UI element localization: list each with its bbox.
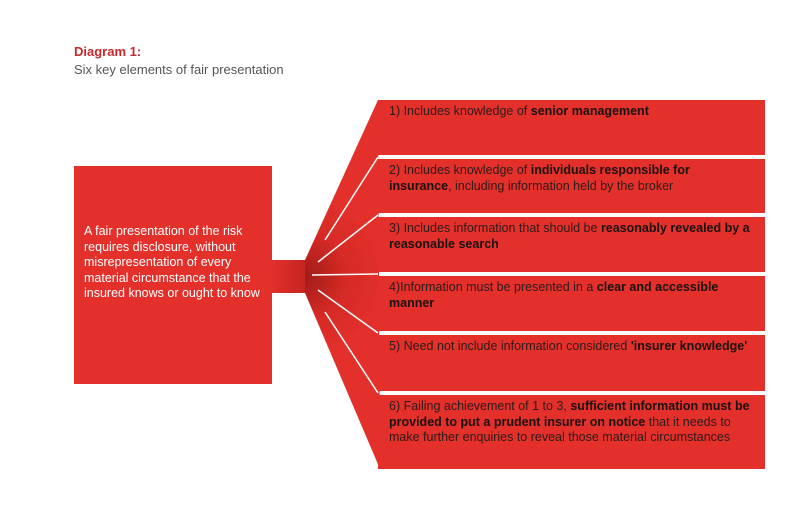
element-text: 4)Information must be presented in a cle…	[389, 280, 718, 310]
emphasis-text: sufficient information must be provided …	[389, 399, 750, 429]
emphasis-text: senior management	[530, 104, 649, 118]
emphasis-text: clear and accessible manner	[389, 280, 719, 310]
emphasis-text: reasonably revealed by a reasonable sear…	[389, 221, 750, 251]
element-text: 2) Includes knowledge of individuals res…	[389, 163, 690, 193]
element-box-2: 2) Includes knowledge of individuals res…	[378, 159, 765, 213]
body-text: 3) Includes information that should be	[389, 221, 601, 235]
element-box-3: 3) Includes information that should be r…	[378, 217, 765, 272]
fan-shape	[305, 100, 380, 469]
element-box-1: 1) Includes knowledge of senior manageme…	[378, 100, 765, 155]
emphasis-text: 'insurer knowledge'	[630, 339, 748, 353]
emphasis-text: individuals responsible for insurance	[389, 163, 690, 193]
element-box-4: 4)Information must be presented in a cle…	[378, 276, 765, 331]
element-box-6: 6) Failing achievement of 1 to 3, suffic…	[378, 395, 765, 469]
element-text: 6) Failing achievement of 1 to 3, suffic…	[389, 399, 750, 444]
body-text: that it needs to make further enquiries …	[389, 414, 731, 445]
body-text: 5) Need not include information consider…	[389, 339, 631, 353]
connector-bar	[271, 260, 307, 293]
body-text: 2) Includes knowledge of	[389, 163, 531, 177]
central-statement-box: A fair presentation of the risk requires…	[74, 166, 272, 384]
element-text: 5) Need not include information consider…	[389, 339, 747, 353]
element-text: 1) Includes knowledge of senior manageme…	[389, 104, 649, 118]
element-text: 3) Includes information that should be r…	[389, 221, 750, 251]
diagram-subtitle: Six key elements of fair presentation	[74, 62, 284, 77]
fan-dividers	[311, 156, 379, 394]
central-statement-text: A fair presentation of the risk requires…	[84, 224, 260, 300]
body-text: 1) Includes knowledge of	[389, 104, 531, 118]
body-text: , including information held by the brok…	[448, 178, 674, 193]
diagram-title: Diagram 1:	[74, 44, 142, 59]
element-box-5: 5) Need not include information consider…	[378, 335, 765, 391]
body-text: 4)Information must be presented in a	[389, 280, 597, 294]
body-text: 6) Failing achievement of 1 to 3,	[389, 399, 571, 413]
